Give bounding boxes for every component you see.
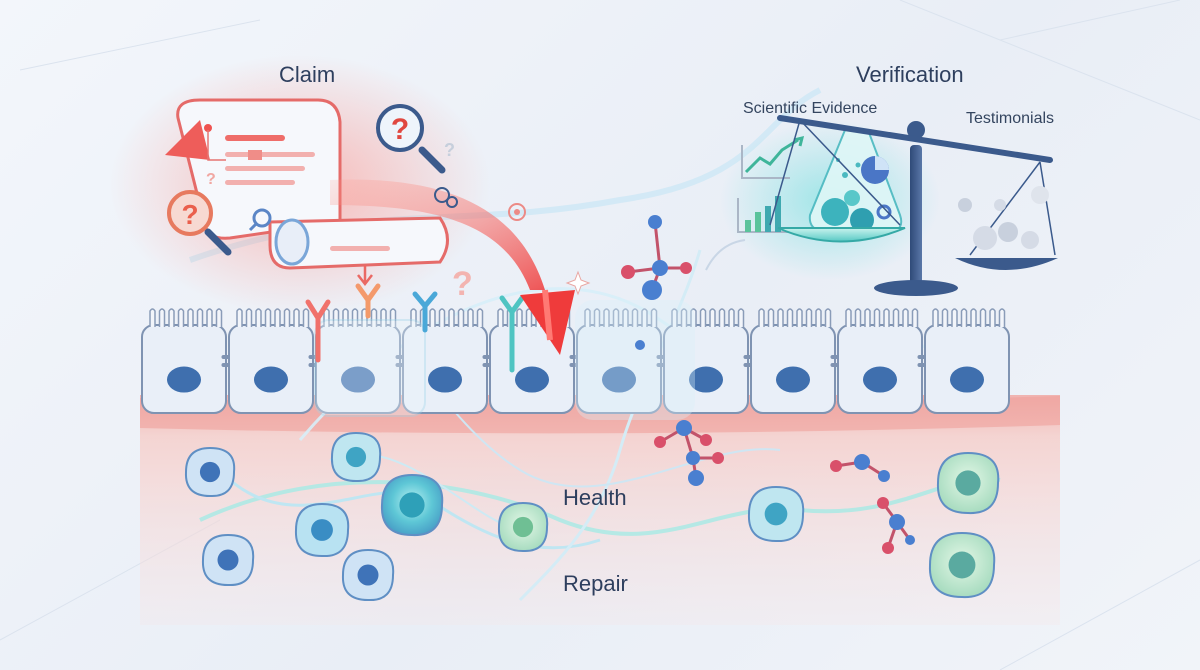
- immune-cell-icon: [928, 531, 996, 599]
- epithelial-cell-icon: [837, 308, 923, 414]
- molecule-icon: [621, 215, 692, 300]
- immune-cell-icon: [201, 533, 255, 587]
- repair-label: Repair: [563, 571, 628, 596]
- scientific-evidence-flask: [808, 129, 903, 233]
- curve-arrow: [705, 239, 746, 271]
- svg-text:?: ?: [452, 265, 473, 303]
- receptor-icon: [412, 291, 438, 333]
- magnifier-question-icon: ?: [167, 190, 232, 256]
- immune-cell-icon: [936, 451, 1000, 515]
- svg-text:?: ?: [444, 140, 455, 160]
- testimonials-label: Testimonials: [966, 110, 1055, 127]
- immune-cell-icon: [497, 501, 549, 553]
- gear-icon: [876, 204, 892, 220]
- epithelial-cell-icon: [663, 308, 749, 414]
- claim-scroll-group: [110, 55, 490, 315]
- epithelial-cell-icon: [402, 308, 488, 414]
- health-label: Health: [563, 485, 627, 510]
- balance-scale-icon: [769, 115, 1058, 296]
- molecules: [621, 215, 915, 554]
- epithelial-cell-icon: [141, 308, 227, 414]
- molecule-icon: [830, 454, 890, 482]
- sparkle-icon: [565, 270, 591, 296]
- immune-cell-icon: [294, 502, 350, 558]
- verification-group: [720, 115, 1058, 296]
- claim-arrow: [330, 179, 575, 355]
- immune-cell-icon: [341, 548, 395, 602]
- epithelial-cell-icon: [228, 308, 314, 414]
- scroll-document-icon: [165, 98, 449, 270]
- magnifier-question-icon: ?: [376, 104, 446, 174]
- line-chart-icon: [741, 135, 805, 179]
- svg-text:?: ?: [391, 113, 409, 146]
- connective-tissue-cells: [184, 431, 1000, 602]
- immune-cell-icon: [380, 473, 444, 537]
- verification-label: Verification: [856, 62, 964, 87]
- molecule-icon: [877, 497, 915, 554]
- epithelial-cell-row: [141, 300, 1010, 420]
- pie-chart-icon: [861, 156, 889, 184]
- receptor-icon: [499, 295, 525, 373]
- gear-icon: [434, 187, 458, 208]
- svg-text:?: ?: [181, 199, 198, 230]
- epithelial-cell-icon: [924, 308, 1010, 414]
- immune-cell-icon: [747, 485, 805, 543]
- epithelial-cell-icon: [315, 308, 401, 414]
- epithelial-cell-icon: [750, 308, 836, 414]
- immune-cell-icon: [184, 446, 236, 498]
- molecule-icon: [654, 420, 724, 486]
- down-arrow: [357, 265, 373, 287]
- bar-chart-icon: [737, 196, 790, 233]
- claim-label: Claim: [279, 62, 336, 87]
- svg-text:?: ?: [206, 171, 216, 188]
- immune-cell-icon: [330, 431, 382, 483]
- scientific-evidence-label: Scientific Evidence: [743, 100, 878, 117]
- gear-icon: [508, 203, 526, 221]
- question-marks: ? ? ?: [206, 140, 473, 303]
- molecule-icon: [635, 340, 645, 350]
